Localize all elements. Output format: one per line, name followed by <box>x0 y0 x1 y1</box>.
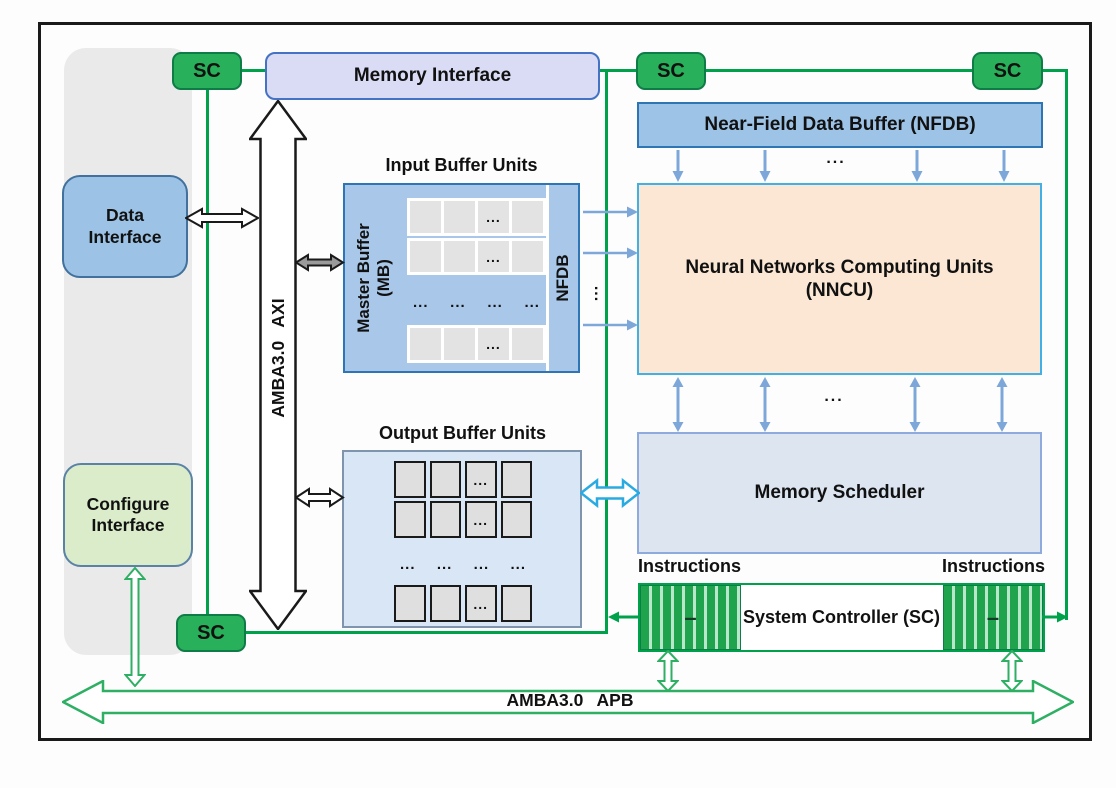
nfdb-box: Near-Field Data Buffer (NFDB) <box>637 102 1043 148</box>
apb-bus-label: AMBA3.0 APB <box>506 690 634 710</box>
nfdb-title: Near-Field Data Buffer (NFDB) <box>704 114 976 136</box>
output-buffer-row: ... <box>394 585 532 622</box>
output-buffer-row: ... <box>394 501 532 538</box>
input-buffer-dots-row: ...... ...... <box>413 293 540 311</box>
input-buffer-row: ... <box>407 325 546 363</box>
output-buffer-row: ... <box>394 461 532 498</box>
ellipsis: ... <box>473 471 489 488</box>
axi-bus-label: AMBA3.0 AXI <box>268 298 288 418</box>
bus-line-mid-vertical <box>605 69 608 634</box>
input-buffer-nncu-arrow <box>583 206 638 218</box>
apb-bus-arrow <box>62 680 1074 724</box>
memory-interface-label: Memory Interface <box>353 65 512 87</box>
memory-scheduler-box: Memory Scheduler <box>637 432 1042 554</box>
data-interface-axi-arrow <box>185 207 259 229</box>
ellipsis: ... <box>486 248 501 265</box>
axi-bus-arrow <box>249 100 307 630</box>
bus-line-memif-to-sc <box>600 69 637 72</box>
nfdb-strip-separator <box>546 185 549 371</box>
configure-interface-label: Configure Interface <box>86 493 170 535</box>
memory-interface-box: Memory Interface <box>265 52 600 100</box>
sc-node-top-middle: SC <box>636 52 706 90</box>
nncu-scheduler-arrow <box>909 377 921 432</box>
sc-label: SC <box>657 59 685 82</box>
input-buffer-title: Input Buffer Units <box>385 155 538 175</box>
sc-label: SC <box>993 59 1022 82</box>
bus-line-right-vertical <box>1065 69 1068 620</box>
nncu-box: Neural Networks Computing Units (NNCU) <box>637 183 1042 375</box>
instructions-label-right: Instructions <box>941 556 1045 576</box>
input-buffer-nncu-ellipsis: ... <box>591 285 608 303</box>
axi-master-buffer-arrow <box>295 253 345 272</box>
ellipsis: ... <box>486 336 501 352</box>
instructions-label-left: Instructions <box>638 556 742 576</box>
fifo-dash: – <box>684 604 697 630</box>
input-buffer-row: ... <box>407 238 546 275</box>
nfdb-nncu-arrow <box>998 150 1010 182</box>
sc-label: SC <box>197 621 225 644</box>
nncu-scheduler-arrow <box>996 377 1008 432</box>
output-buffer-title: Output Buffer Units <box>379 423 546 443</box>
nncu-title: Neural Networks Computing Units (NNCU) <box>685 256 994 301</box>
sc-left-bus-arrow <box>608 611 638 623</box>
nfdb-side-label: NFDB <box>553 254 572 302</box>
nncu-scheduler-ellipsis: ... <box>824 388 844 405</box>
nfdb-nncu-arrow <box>672 150 684 182</box>
sc-node-top-left: SC <box>172 52 242 90</box>
input-buffer-nncu-arrow <box>583 319 638 331</box>
configure-interface-box: Configure Interface <box>63 463 193 567</box>
data-interface-box: Data Interface <box>62 175 188 278</box>
nncu-scheduler-arrow <box>672 377 684 432</box>
ellipsis: ... <box>473 595 489 612</box>
nfdb-nncu-arrow <box>759 150 771 182</box>
sc-right-bus-arrow <box>1042 611 1068 623</box>
bus-line-top-horizontal <box>705 69 973 72</box>
system-controller-label: System Controller (SC) <box>742 606 941 627</box>
input-buffer-row: ... <box>407 198 546 236</box>
nfdb-nncu-ellipsis: ... <box>826 150 846 167</box>
fifo-right-apb-arrow <box>1001 650 1023 692</box>
bus-line-bottom-horizontal <box>245 631 607 634</box>
nfdb-nncu-arrow <box>911 150 923 182</box>
output-scheduler-arrow <box>580 478 640 508</box>
instruction-fifo-left: – <box>640 585 741 650</box>
configure-apb-arrow <box>124 567 146 687</box>
fifo-dash: – <box>986 604 1000 630</box>
instruction-fifo-right: – <box>943 585 1043 650</box>
output-buffer-dots-row: ...... ...... <box>400 555 526 573</box>
ellipsis: ... <box>486 209 501 225</box>
input-buffer-nncu-arrow <box>583 247 638 259</box>
bus-line-sc-to-memif <box>242 69 266 72</box>
sc-node-bottom-left: SC <box>176 614 246 652</box>
output-buffer-box <box>342 450 582 628</box>
memory-scheduler-label: Memory Scheduler <box>754 482 925 504</box>
data-interface-label: Data Interface <box>88 205 162 247</box>
fifo-left-apb-arrow <box>657 650 679 692</box>
bus-line-sc-right-stub <box>1042 69 1068 72</box>
outer-frame <box>38 22 1092 741</box>
master-buffer-label: Master Buffer (MB) <box>354 223 393 333</box>
bus-line-left-vertical <box>206 88 209 616</box>
axi-output-buffer-arrow <box>295 487 345 508</box>
sc-node-top-right: SC <box>972 52 1043 90</box>
ellipsis: ... <box>473 511 489 528</box>
sc-label: SC <box>193 59 221 82</box>
nncu-scheduler-arrow <box>759 377 771 432</box>
system-controller-box: – System Controller (SC) – <box>638 583 1045 652</box>
